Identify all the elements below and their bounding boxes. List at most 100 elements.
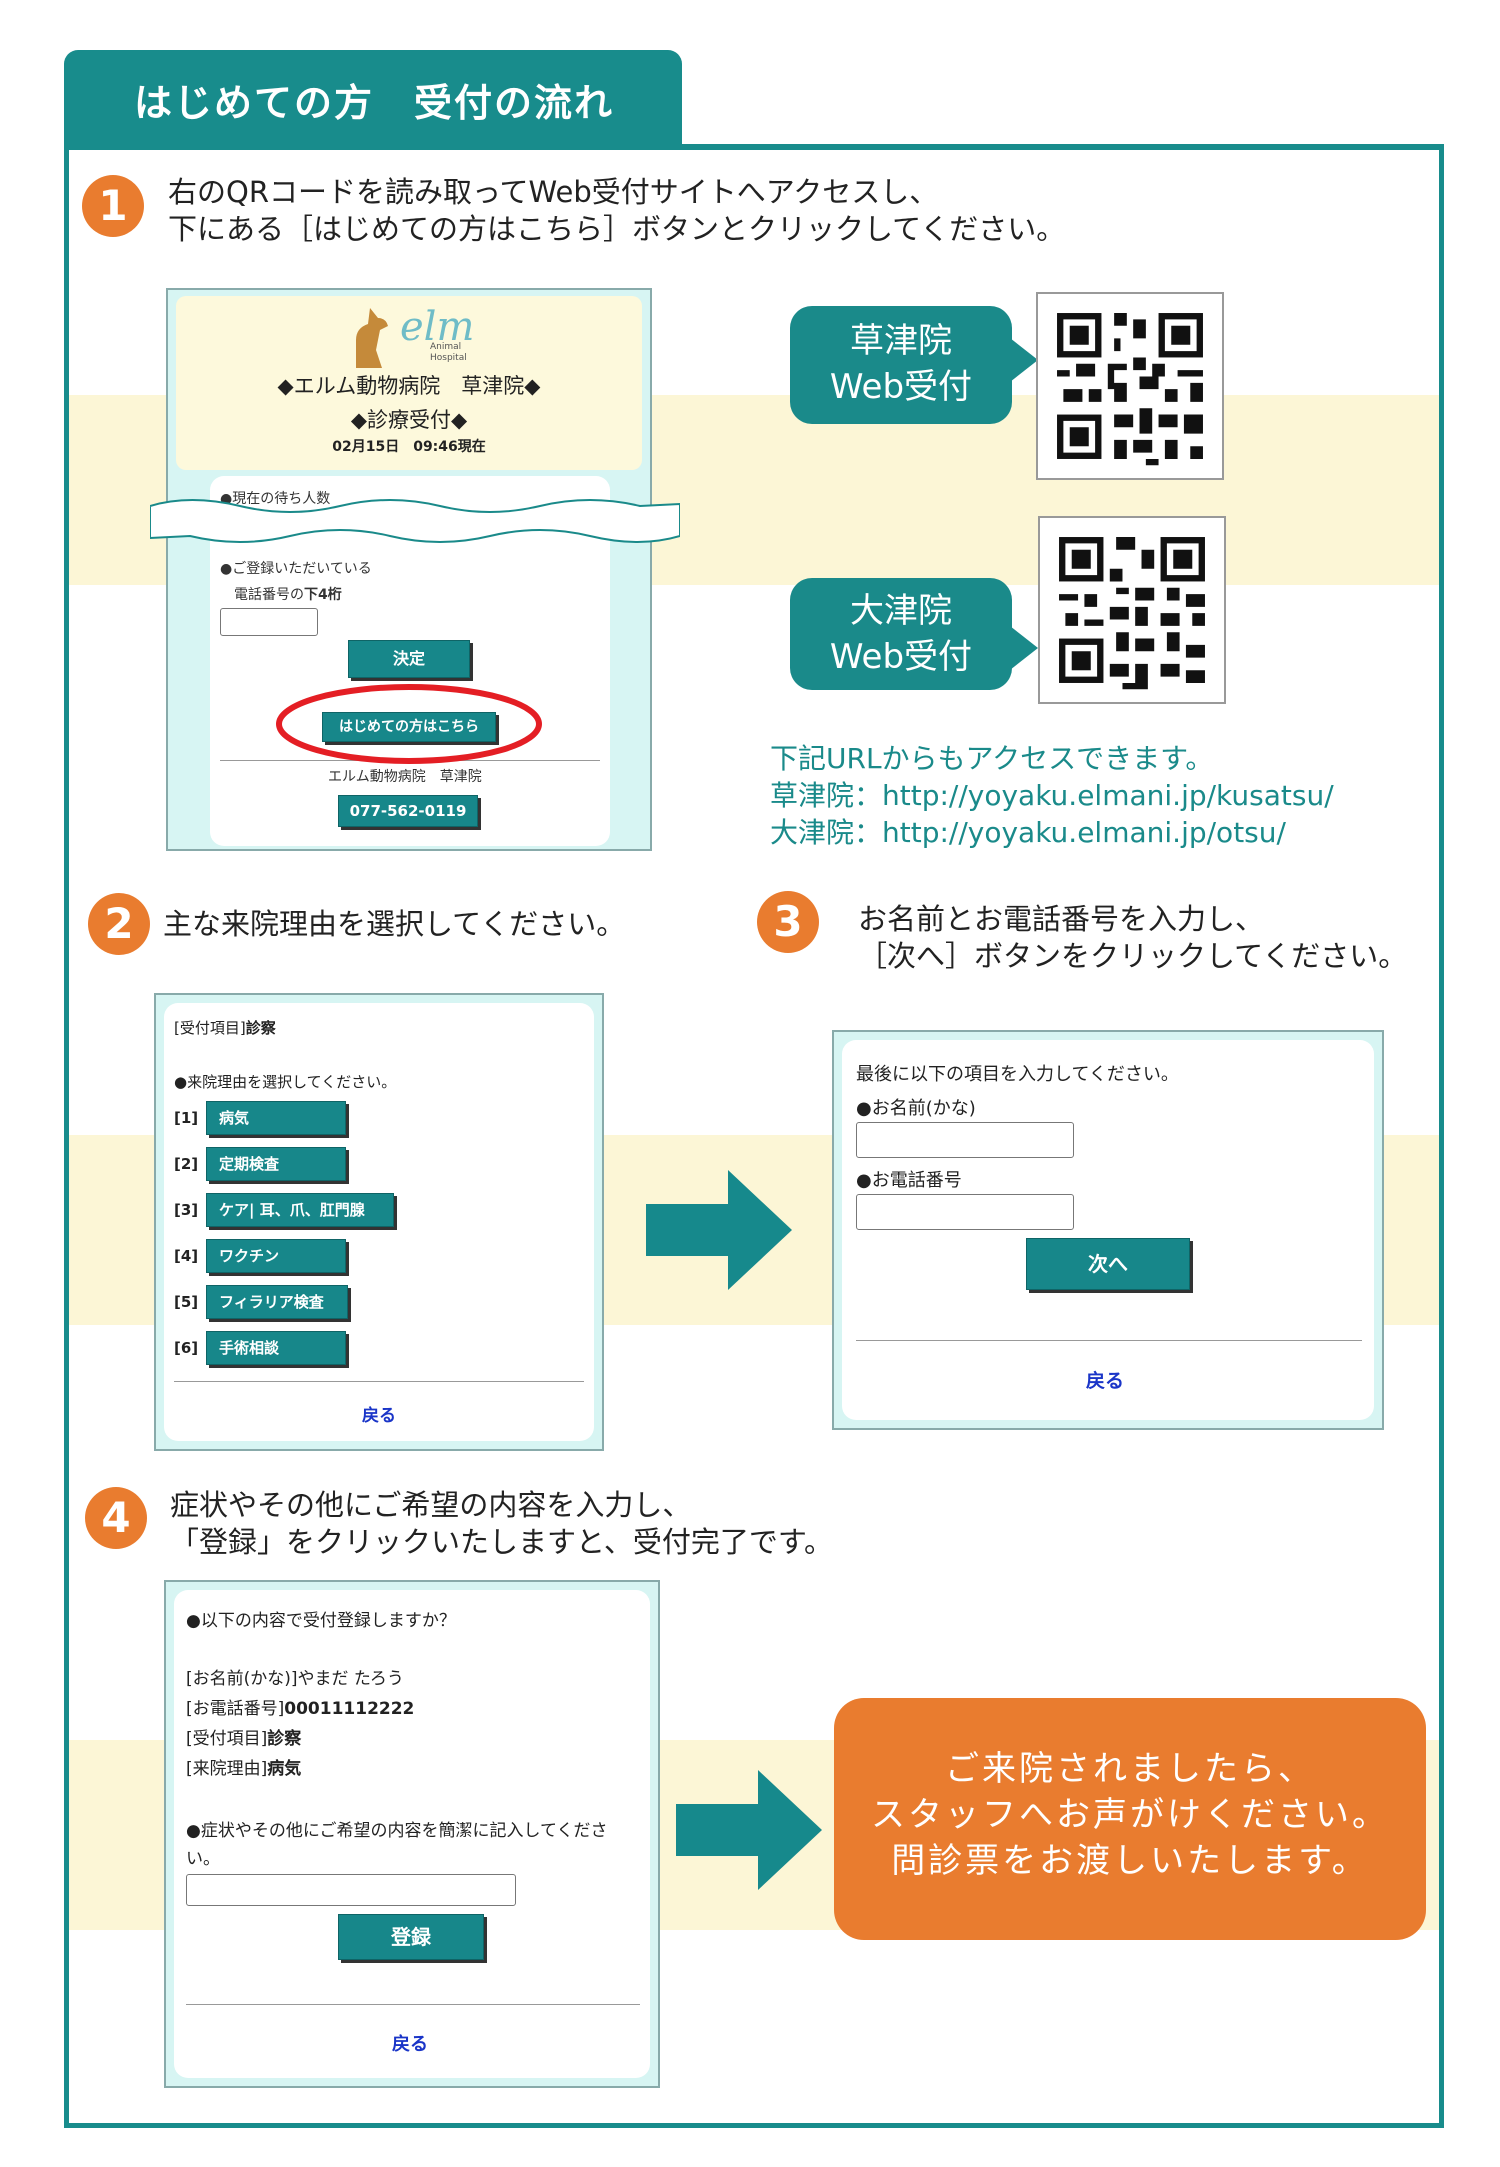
phone-button[interactable]: 077-562-0119 [338,795,478,827]
step-3-number: 3 [757,891,819,953]
notice-line-3: 問診票をお渡しいたします。 [891,1841,1369,1881]
step-3-screenshot: 最後に以下の項目を入力してください。 ●お名前(かな) ●お電話番号 次へ 戻る [832,1030,1384,1430]
step-1-instructions: 右のQRコードを読み取ってWeb受付サイトへアクセスし、 下にある［はじめての方… [168,174,1065,248]
notice-line-1: ご来院されましたら、 [945,1749,1315,1789]
otsu-qr-icon [1059,537,1205,690]
reason-prompt: ●来院理由を選択してください。 [174,1073,397,1091]
decide-button[interactable]: 決定 [348,640,470,678]
step-3-instructions: お名前とお電話番号を入力し、 ［次へ］ボタンをクリックしてください。 [858,901,1407,975]
step-4-line-2: 「登録」をクリックいたしますと、受付完了です。 [170,1525,833,1559]
reason-3-num: [3] [174,1201,199,1219]
reason-1-button[interactable]: 病気 [206,1101,346,1135]
header-panel [176,296,642,470]
reason-6-num: [6] [174,1339,199,1357]
otsu-label-line-2: Web受付 [829,637,973,677]
phone-label-bold: 下4桁 [304,587,342,603]
reason-6-button[interactable]: 手術相談 [206,1331,346,1365]
step-4-line-1: 症状やその他にご希望の内容を入力し、 [170,1488,692,1522]
datetime: 02月15日 09:46現在 [332,439,486,455]
page-title-tab: はじめての方 受付の流れ [64,50,682,146]
symptom-prompt-1: ●症状やその他にご希望の内容を簡潔に記入してくださ [186,1821,608,1841]
clinic-name: ◆エルム動物病院 草津院◆ [277,374,541,398]
confirm-prompt: ●以下の内容で受付登録しますか？ [186,1611,456,1631]
kusatsu-qr-icon [1057,313,1203,466]
arrow-right-icon-2 [676,1770,822,1890]
confirm-reason-value: 病気 [267,1759,302,1779]
confirm-phone-label: [お電話番号] [186,1699,285,1719]
visit-notice: ご来院されましたら、 スタッフへお声がけください。 問診票をお渡しいたします。 [834,1698,1426,1940]
confirm-item-label: [受付項目] [186,1729,268,1749]
confirm-name: [お名前(かな)]やまだ たろう [186,1664,404,1689]
step-3-line-1: お名前とお電話番号を入力し、 [858,902,1265,936]
confirm-phone: [お電話番号]00011112222 [186,1694,414,1719]
arrow-right-icon [646,1170,792,1290]
first-time-button[interactable]: はじめての方はこちら [322,712,496,742]
phone-label: ●お電話番号 [856,1170,962,1191]
confirm-phone-value: 00011112222 [284,1699,415,1719]
name-input[interactable] [856,1122,1074,1158]
step-3-divider [856,1340,1362,1341]
reason-4-button[interactable]: ワクチン [206,1239,346,1273]
step-3-back-link[interactable]: 戻る [1086,1370,1125,1392]
waiting-label: ●現在の待ち人数 [220,491,331,507]
name-label: ●お名前(かな) [856,1098,976,1119]
reason-2-button[interactable]: 定期検査 [206,1147,346,1181]
content-frame [64,144,1444,2128]
step-4-screen-body [174,1590,650,2078]
step-4-divider [186,2004,640,2005]
registered-label: ●ご登録いただいている [220,561,372,577]
phone-label-text: 電話番号の [234,587,304,603]
otsu-label-line-1: 大津院 [850,591,952,631]
step-2-divider [174,1381,584,1382]
step-2-instructions: 主な来院理由を選択してください。 [163,907,626,941]
step-1-line-1: 右のQRコードを読み取ってWeb受付サイトへアクセスし、 [168,175,939,209]
kusatsu-label-line-1: 草津院 [850,321,952,361]
url-kusatsu-link[interactable]: 草津院：http://yoyaku.elmani.jp/kusatsu/ [770,779,1334,812]
step-2-back-link[interactable]: 戻る [362,1406,396,1426]
url-otsu-link[interactable]: 大津院：http://yoyaku.elmani.jp/otsu/ [770,816,1286,849]
reason-3-button[interactable]: ケア| 耳、爪、肛門腺 [206,1193,394,1227]
kusatsu-label-bubble: 草津院 Web受付 [790,306,1012,424]
reason-5-num: [5] [174,1293,199,1311]
otsu-label-bubble: 大津院 Web受付 [790,578,1012,690]
register-button[interactable]: 登録 [338,1914,484,1960]
reason-5-button[interactable]: フィラリア検査 [206,1285,348,1319]
step-2-number: 2 [88,893,150,955]
step-1-line-2: 下にある［はじめての方はこちら］ボタンとクリックしてください。 [168,212,1066,246]
confirm-name-label: [お名前(かな)] [186,1669,298,1689]
kusatsu-label-line-2: Web受付 [829,367,973,407]
phone-input[interactable] [856,1194,1074,1230]
elm-logo-dog-icon [356,308,388,368]
confirm-reason-label: [来院理由] [186,1759,268,1779]
confirm-reason: [来院理由]病気 [186,1754,301,1779]
page-title: はじめての方 受付の流れ [134,81,615,125]
wavy-cut-divider [150,499,680,543]
logo-text: elm [400,304,475,350]
step-2-item: [受付項目]診察 [174,1017,276,1038]
step-1-screenshot: elm Animal Hospital ◆エルム動物病院 草津院◆ ◆診療受付◆… [166,288,652,851]
step-1-number: 1 [82,175,144,237]
kusatsu-qr-code[interactable] [1036,292,1224,480]
otsu-qr-code[interactable] [1038,516,1226,704]
reason-2-num: [2] [174,1155,199,1173]
otsu-bubble-tail [1010,626,1038,670]
step-2-screenshot: [受付項目]診察 ●来院理由を選択してください。 [1] 病気 [2] 定期検査… [154,993,604,1451]
kusatsu-bubble-tail [1010,338,1038,382]
service-name: ◆診療受付◆ [350,408,468,432]
next-button[interactable]: 次へ [1026,1238,1190,1290]
item-label: [受付項目] [174,1019,246,1037]
confirm-item: [受付項目]診察 [186,1724,301,1749]
step-4-screenshot: ●以下の内容で受付登録しますか？ [お名前(かな)]やまだ たろう [お電話番号… [164,1580,660,2088]
step-4-back-link[interactable]: 戻る [392,2034,428,2055]
step-3-screen-body [842,1040,1374,1420]
url-intro: 下記URLからもアクセスできます。 [770,742,1214,775]
step-4-number: 4 [85,1487,147,1549]
symptom-input[interactable] [186,1874,516,1906]
phone-last4-input[interactable] [220,608,318,636]
item-value: 診察 [245,1019,276,1037]
highlight-oval [276,684,542,764]
confirm-item-value: 診察 [267,1729,302,1749]
logo-subtext: Animal Hospital [430,342,467,363]
symptom-prompt-2: い。 [186,1849,220,1869]
confirm-name-value: やまだ たろう [297,1669,404,1689]
